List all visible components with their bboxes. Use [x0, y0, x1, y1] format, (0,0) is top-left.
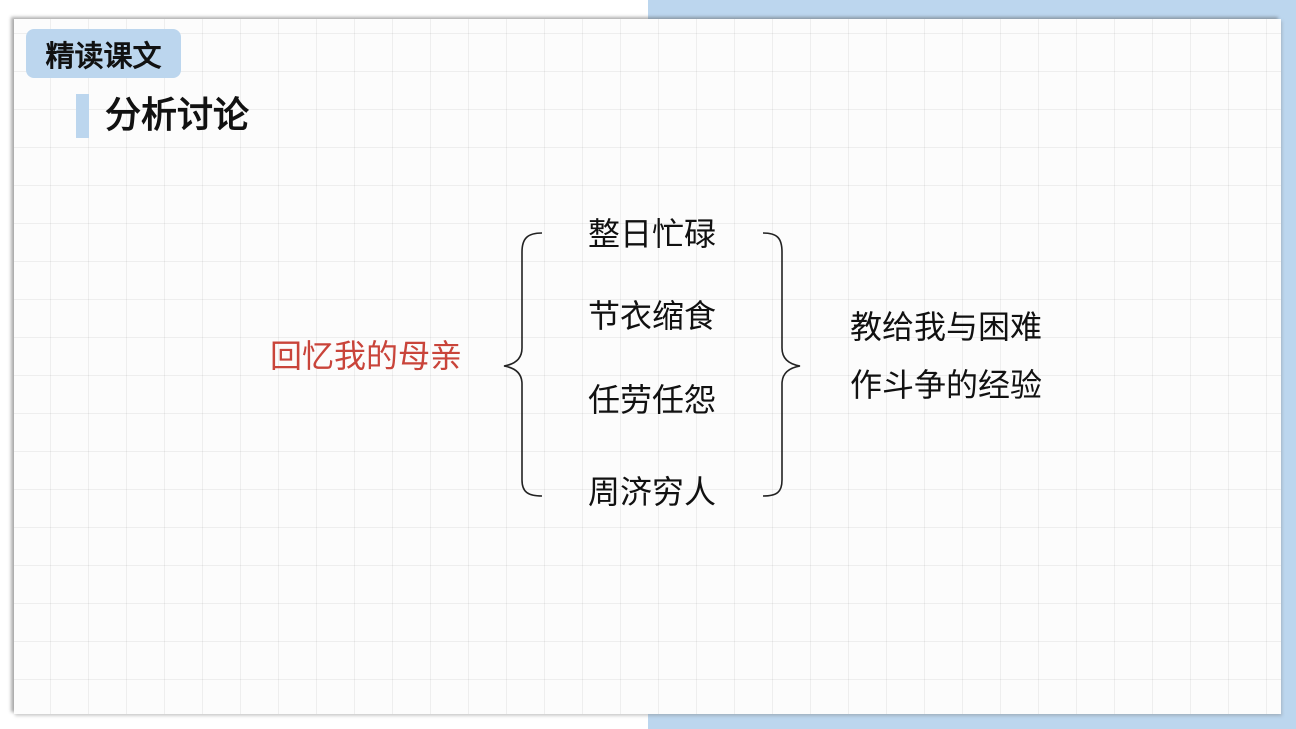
- slide-card: [14, 19, 1281, 714]
- diagram-conclusion-line: 教给我与困难: [850, 308, 1043, 346]
- page-title: 分析讨论: [105, 95, 250, 136]
- right-brace-icon: [762, 232, 801, 497]
- diagram-item: 整日忙碌: [588, 215, 717, 253]
- section-badge-label: 精读课文: [45, 38, 162, 73]
- diagram-item: 任劳任怨: [588, 381, 717, 419]
- diagram-item: 周济穷人: [588, 473, 717, 511]
- diagram-item: 节衣缩食: [588, 297, 717, 335]
- section-badge: 精读课文: [26, 29, 181, 78]
- heading-accent-bar: [76, 94, 89, 138]
- diagram-root-label: 回忆我的母亲: [270, 337, 463, 375]
- left-brace-icon: [503, 232, 543, 497]
- diagram-conclusion-line: 作斗争的经验: [850, 366, 1043, 404]
